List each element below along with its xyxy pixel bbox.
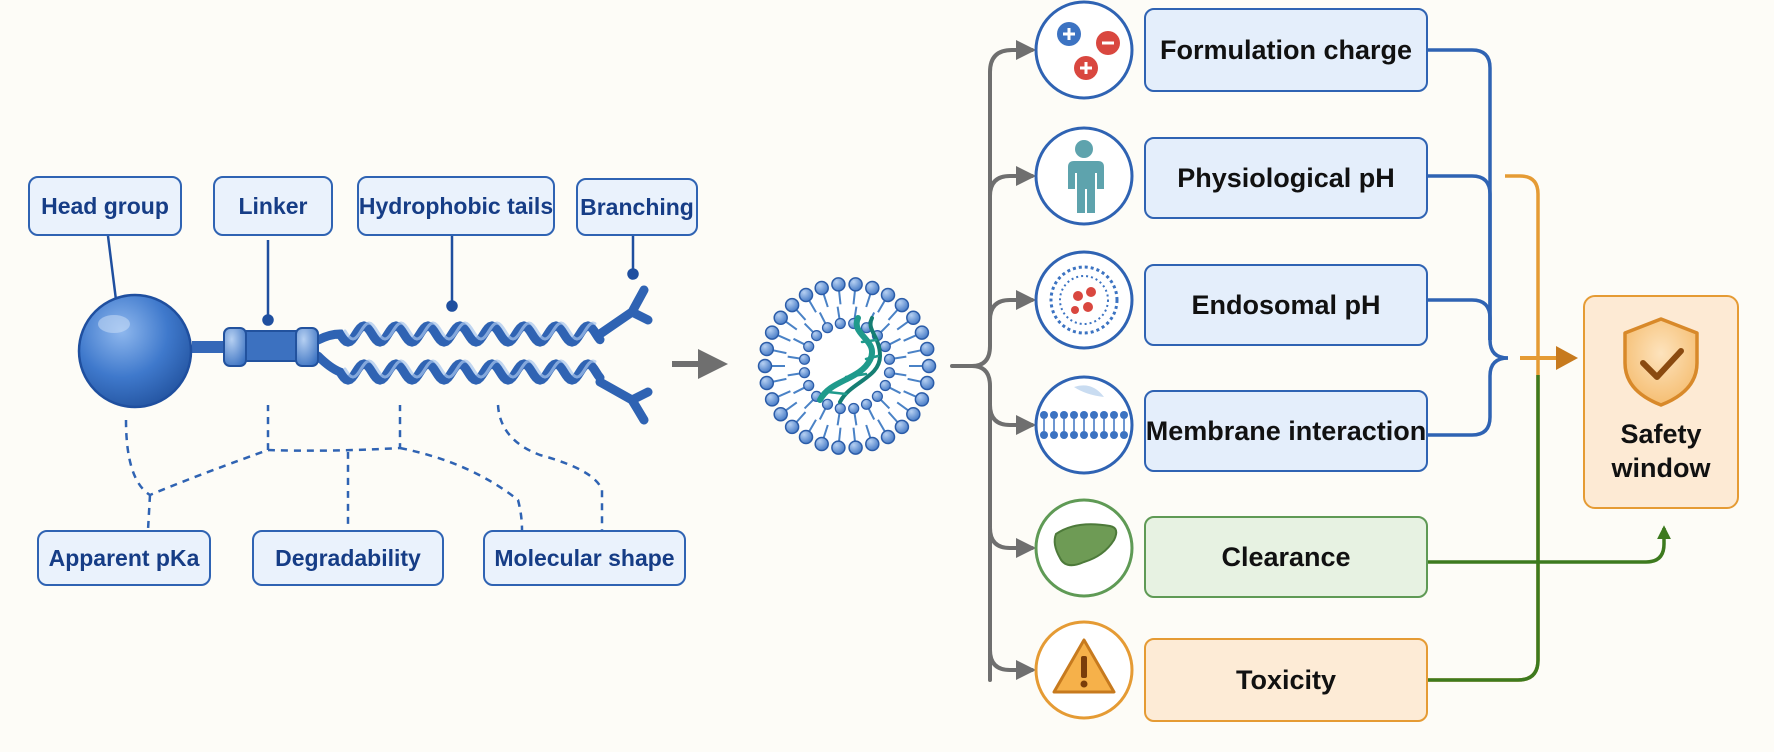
lnp-outer-head — [906, 406, 921, 422]
lnp-outer-head — [880, 429, 896, 445]
lnp-inner-head — [879, 379, 891, 392]
safety-window-box: Safety window — [1583, 295, 1739, 509]
shield-check-icon — [1623, 317, 1699, 407]
lnp-inner-head — [803, 340, 815, 353]
lnp-outer-head — [848, 440, 863, 455]
factor-membrane-interaction: Membrane interaction — [1144, 390, 1428, 472]
lnp-outer-head — [759, 375, 775, 391]
label-linker: Linker — [213, 176, 333, 236]
label-degradability: Degradability — [252, 530, 444, 586]
label-hydrophobic-tails: Hydrophobic tails — [357, 176, 555, 236]
liver-icon — [1034, 498, 1134, 598]
factor-endosomal-ph: Endosomal pH — [1144, 264, 1428, 346]
property-connectors — [124, 404, 604, 531]
lnp-inner-head — [883, 353, 896, 365]
membrane-icon — [1034, 375, 1134, 475]
head-group-sphere — [77, 293, 193, 409]
lnp-inner-head — [834, 402, 846, 415]
factor-physiological-ph: Physiological pH — [1144, 137, 1428, 219]
lnp-outer-head — [865, 280, 880, 296]
lnp-outer-head — [848, 277, 863, 292]
branch-arrows — [950, 40, 1036, 682]
factor-icons — [1034, 0, 1134, 720]
lipid-leader-lines — [106, 235, 639, 326]
lnp-outer-head — [831, 440, 846, 455]
lnp-inner-head — [871, 390, 884, 402]
lnp-outer-head — [919, 341, 935, 357]
ionizable-lipid-molecule — [77, 235, 653, 531]
lnp-outer-head — [784, 419, 800, 435]
charges-icon — [1034, 0, 1134, 100]
lnp-outer-head — [921, 358, 937, 374]
lnp-inner-head — [821, 398, 834, 410]
warning-icon — [1034, 620, 1134, 720]
outcome-connectors — [1426, 48, 1671, 682]
lnp-outer-head — [831, 277, 846, 292]
factor-clearance: Clearance — [1144, 516, 1428, 598]
linker-segment — [192, 327, 319, 367]
lnp-inner-head — [798, 367, 811, 379]
lnp-outer-head — [759, 341, 775, 357]
lnp-outer-head — [914, 325, 930, 340]
lnp-outer-head — [914, 392, 930, 407]
human-body-icon — [1034, 126, 1134, 226]
lnp-inner-head — [810, 330, 823, 342]
lnp-outer-head — [764, 325, 780, 340]
lnp-outer-head — [757, 358, 773, 374]
lnp-inner-head — [803, 379, 815, 392]
lnp-outer-head — [906, 310, 921, 326]
to-safety-arrowhead — [1556, 346, 1578, 370]
lnp-outer-head — [865, 436, 880, 452]
lnp-inner-head — [821, 322, 834, 334]
branch-lower — [595, 377, 653, 425]
lnp-outer-head — [784, 297, 800, 313]
lnp-outer-head — [894, 297, 910, 313]
lnp-outer-head — [894, 419, 910, 435]
lnp-outer-head — [814, 436, 829, 452]
lnp-outer-head — [764, 392, 780, 407]
lipid-nanoparticle — [757, 277, 937, 455]
safety-window-label: Safety window — [1611, 419, 1711, 483]
label-apparent-pka: Apparent pKa — [37, 530, 211, 586]
lnp-inner-head — [834, 317, 846, 330]
lnp-inner-head — [883, 367, 896, 379]
label-branching: Branching — [576, 178, 698, 236]
lnp-outer-head — [880, 287, 896, 303]
rna-strand — [817, 315, 883, 404]
endosome-icon — [1034, 250, 1134, 350]
lnp-inner-head — [848, 402, 860, 415]
lnp-outer-head — [798, 429, 814, 445]
label-head-group: Head group — [28, 176, 182, 236]
factor-toxicity: Toxicity — [1144, 638, 1428, 722]
lnp-inner-head — [798, 353, 811, 365]
branch-upper — [595, 285, 653, 339]
lnp-outer-head — [814, 280, 829, 296]
factor-formulation-charge: Formulation charge — [1144, 8, 1428, 92]
lnp-outer-head — [773, 310, 788, 326]
lnp-inner-head — [879, 340, 891, 353]
lnp-inner-head — [860, 398, 873, 410]
lnp-outer-head — [919, 375, 935, 391]
label-molecular-shape: Molecular shape — [483, 530, 686, 586]
lnp-outer-head — [773, 406, 788, 422]
lnp-outer-head — [798, 287, 814, 303]
hydrophobic-tails — [313, 285, 653, 425]
